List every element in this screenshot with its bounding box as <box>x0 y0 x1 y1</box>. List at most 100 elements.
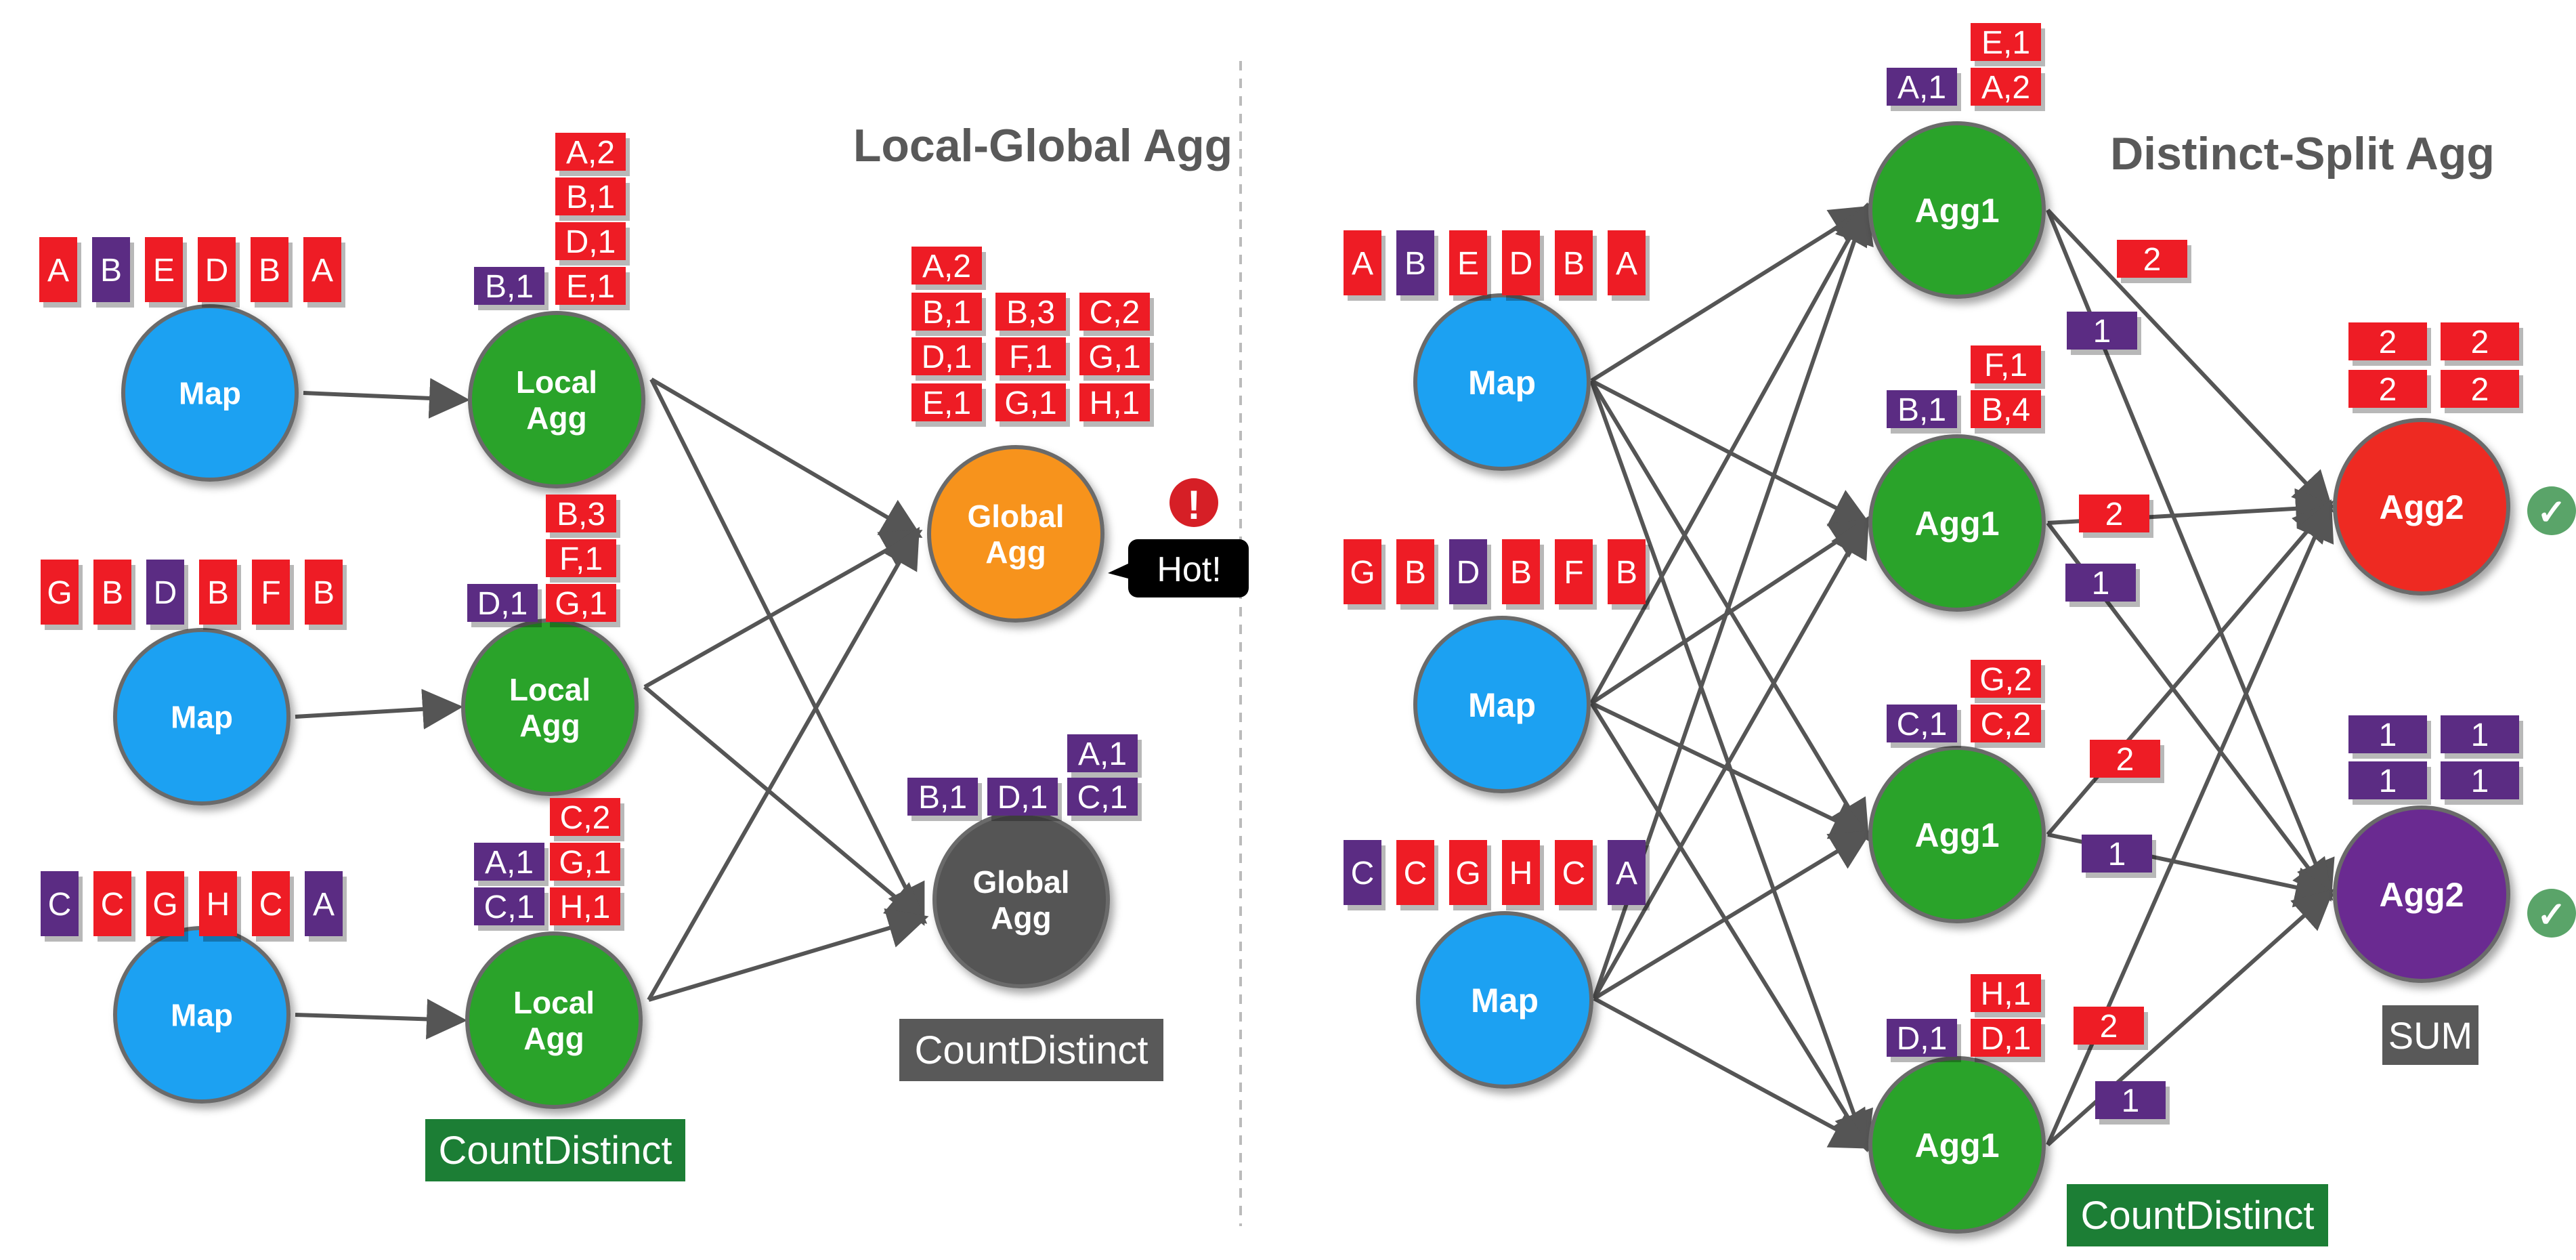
tag-label: D,1 <box>1897 1021 1948 1057</box>
tag-label: C,2 <box>560 800 611 836</box>
agg1-tag: G,2 <box>1971 660 2045 703</box>
edge-arrow <box>1592 516 1869 1000</box>
node-label: Agg1 <box>1915 505 2000 543</box>
input-tag: C <box>1555 840 1597 910</box>
input-tag: A <box>1344 230 1386 301</box>
tag-label: B <box>102 575 123 611</box>
global-agg-tag: B,1 <box>907 778 982 821</box>
global-agg-tag: H,1 <box>1079 383 1154 427</box>
tag-label: 2 <box>2116 742 2134 778</box>
tag-label: 2 <box>2105 497 2124 532</box>
tag-label: A,1 <box>1078 736 1127 772</box>
node-label: Local <box>513 985 595 1020</box>
input-tag: B <box>199 560 241 630</box>
map-node: Map <box>121 304 299 482</box>
tag-label: G,1 <box>555 586 607 622</box>
node-label: Map <box>179 376 241 411</box>
node-label: Agg1 <box>1915 192 2000 230</box>
node-label: Agg <box>523 1021 584 1056</box>
tag-label: 2 <box>2379 324 2397 360</box>
left-panel-title: Local-Global Agg <box>853 120 1232 171</box>
node-label: Local <box>509 672 591 707</box>
tag-label: 2 <box>2100 1009 2118 1045</box>
tag-label: G <box>1350 555 1375 591</box>
tag-label: F,1 <box>1984 348 2027 383</box>
input-tag: G <box>146 871 188 942</box>
local-agg-tag: H,1 <box>550 887 624 931</box>
input-tag: H <box>199 871 241 942</box>
local-agg-tag: A,2 <box>555 133 630 176</box>
local-agg-tag: E,1 <box>555 267 630 310</box>
input-tag: B <box>251 237 293 308</box>
agg1-tag: B,4 <box>1971 390 2045 434</box>
agg1-countdistinct-label: CountDistinct <box>2067 1184 2328 1246</box>
input-tag: G <box>41 560 83 630</box>
hot-warning: ! Hot! <box>1108 478 1249 597</box>
check-icon-mark-1: ✓ <box>2537 493 2567 532</box>
input-tag: C <box>252 871 294 942</box>
input-tag: B <box>1396 539 1438 610</box>
check-icon: ✓ <box>2527 486 2576 535</box>
agg2-node: Agg2 <box>2333 418 2510 595</box>
input-tag: A <box>1608 230 1650 301</box>
local-agg-tag: D,1 <box>555 222 630 266</box>
agg1-countdistinct-text: CountDistinct <box>2081 1194 2315 1238</box>
node-label: Local <box>516 364 597 400</box>
tag-label: B,1 <box>566 180 615 215</box>
agg1-output-tag: 1 <box>2095 1081 2170 1125</box>
edge-arrow <box>1590 205 1872 383</box>
tag-label: B <box>207 575 229 611</box>
map-node: Map <box>113 926 291 1104</box>
alert-icon-mark: ! <box>1187 482 1201 528</box>
tag-label: D,1 <box>1981 1021 2032 1057</box>
input-tag: D <box>146 560 188 630</box>
local-agg-tag: D,1 <box>467 584 542 627</box>
tag-label: C <box>101 887 125 923</box>
agg2-tag: 1 <box>2348 761 2431 805</box>
local-agg-tag: B,1 <box>555 177 630 221</box>
edge-arrow <box>643 685 928 924</box>
node-label: Agg2 <box>2380 876 2464 914</box>
agg2-node: Agg2 <box>2333 805 2510 983</box>
input-tag: C <box>93 871 135 942</box>
tag-label: C,2 <box>1981 707 2032 742</box>
tag-label: D,1 <box>477 586 528 622</box>
agg1-output-tag: 2 <box>2090 740 2164 783</box>
agg1-tag: C,2 <box>1971 705 2045 748</box>
tag-label: D,1 <box>922 339 972 375</box>
edge-arrow <box>2046 889 2334 1147</box>
tag-label: B <box>1563 246 1585 282</box>
global-agg-tag: D,1 <box>911 337 986 381</box>
input-tag: E <box>1449 230 1491 301</box>
agg2-tag: 2 <box>2441 322 2523 366</box>
edge-arrow <box>2046 208 2334 513</box>
global-agg-tag: B,3 <box>995 293 1070 336</box>
tag-label: C,1 <box>1077 780 1128 816</box>
nodes: MapMapMapLocalAggLocalAggLocalAggGlobalA… <box>113 121 2510 1234</box>
node-label: Agg2 <box>2380 488 2464 526</box>
node-label: Map <box>1468 364 1536 402</box>
tag-label: H,1 <box>560 889 611 925</box>
tag-label: F,1 <box>559 541 603 577</box>
tag-label: B <box>313 575 335 611</box>
node-label: Map <box>171 998 233 1033</box>
tag-label: B,3 <box>557 497 605 532</box>
edge-arrow <box>1593 830 1872 1001</box>
global-agg-tag: C,2 <box>1079 293 1154 336</box>
agg2-tag: 2 <box>2441 370 2523 413</box>
alert-icon <box>1169 478 1218 527</box>
tag-label: C <box>48 887 72 923</box>
agg1-tag: D,1 <box>1887 1019 1961 1062</box>
node-label: Map <box>171 700 233 735</box>
local-agg-tag: C,1 <box>474 887 549 931</box>
tag-label: A <box>1616 246 1637 282</box>
global-countdistinct-label: CountDistinct <box>899 1019 1163 1081</box>
node-label: Global <box>967 499 1064 534</box>
tag-label: 2 <box>2143 242 2162 278</box>
agg1-tag: E,1 <box>1971 23 2045 66</box>
check-icon: ✓ <box>2527 889 2576 938</box>
edges <box>295 202 2336 1153</box>
agg2-tag: 1 <box>2441 715 2523 759</box>
tag-label: E,1 <box>566 269 615 305</box>
